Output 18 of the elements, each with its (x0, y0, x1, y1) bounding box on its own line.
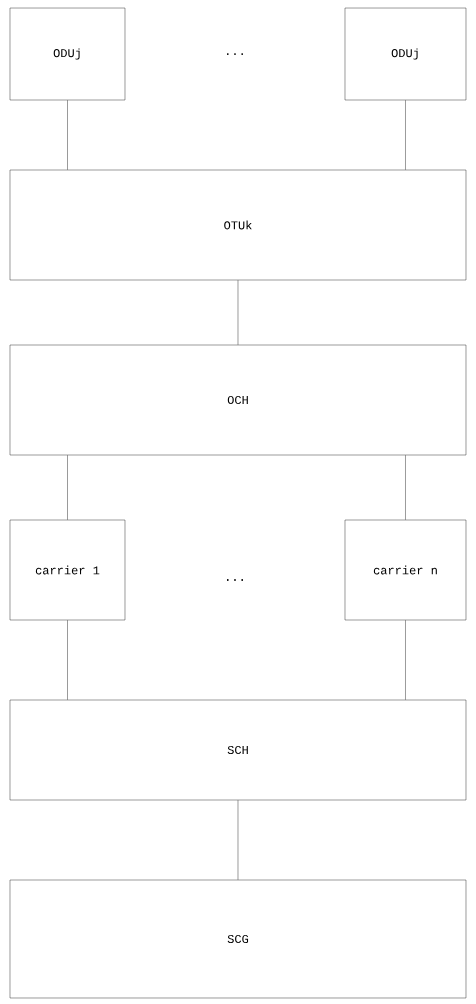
connector-line (237, 280, 239, 345)
connector-line (405, 100, 406, 170)
connector-line (405, 455, 406, 520)
layer-box: ODUj (9, 7, 126, 101)
connector-line (67, 455, 68, 520)
layer-box: OCH (9, 344, 467, 456)
connector-line (237, 800, 239, 880)
layer-box: OTUk (9, 169, 467, 281)
layer-box: SCG (9, 879, 467, 999)
connector-line (67, 100, 68, 170)
layer-box: SCH (9, 699, 467, 801)
ellipsis: ... (227, 579, 243, 581)
layer-box: carrier n (344, 519, 467, 621)
connector-line (405, 620, 406, 700)
layer-box: carrier 1 (9, 519, 126, 621)
layer-box: ODUj (344, 7, 467, 101)
connector-line (67, 620, 68, 700)
ellipsis: ... (227, 53, 243, 55)
